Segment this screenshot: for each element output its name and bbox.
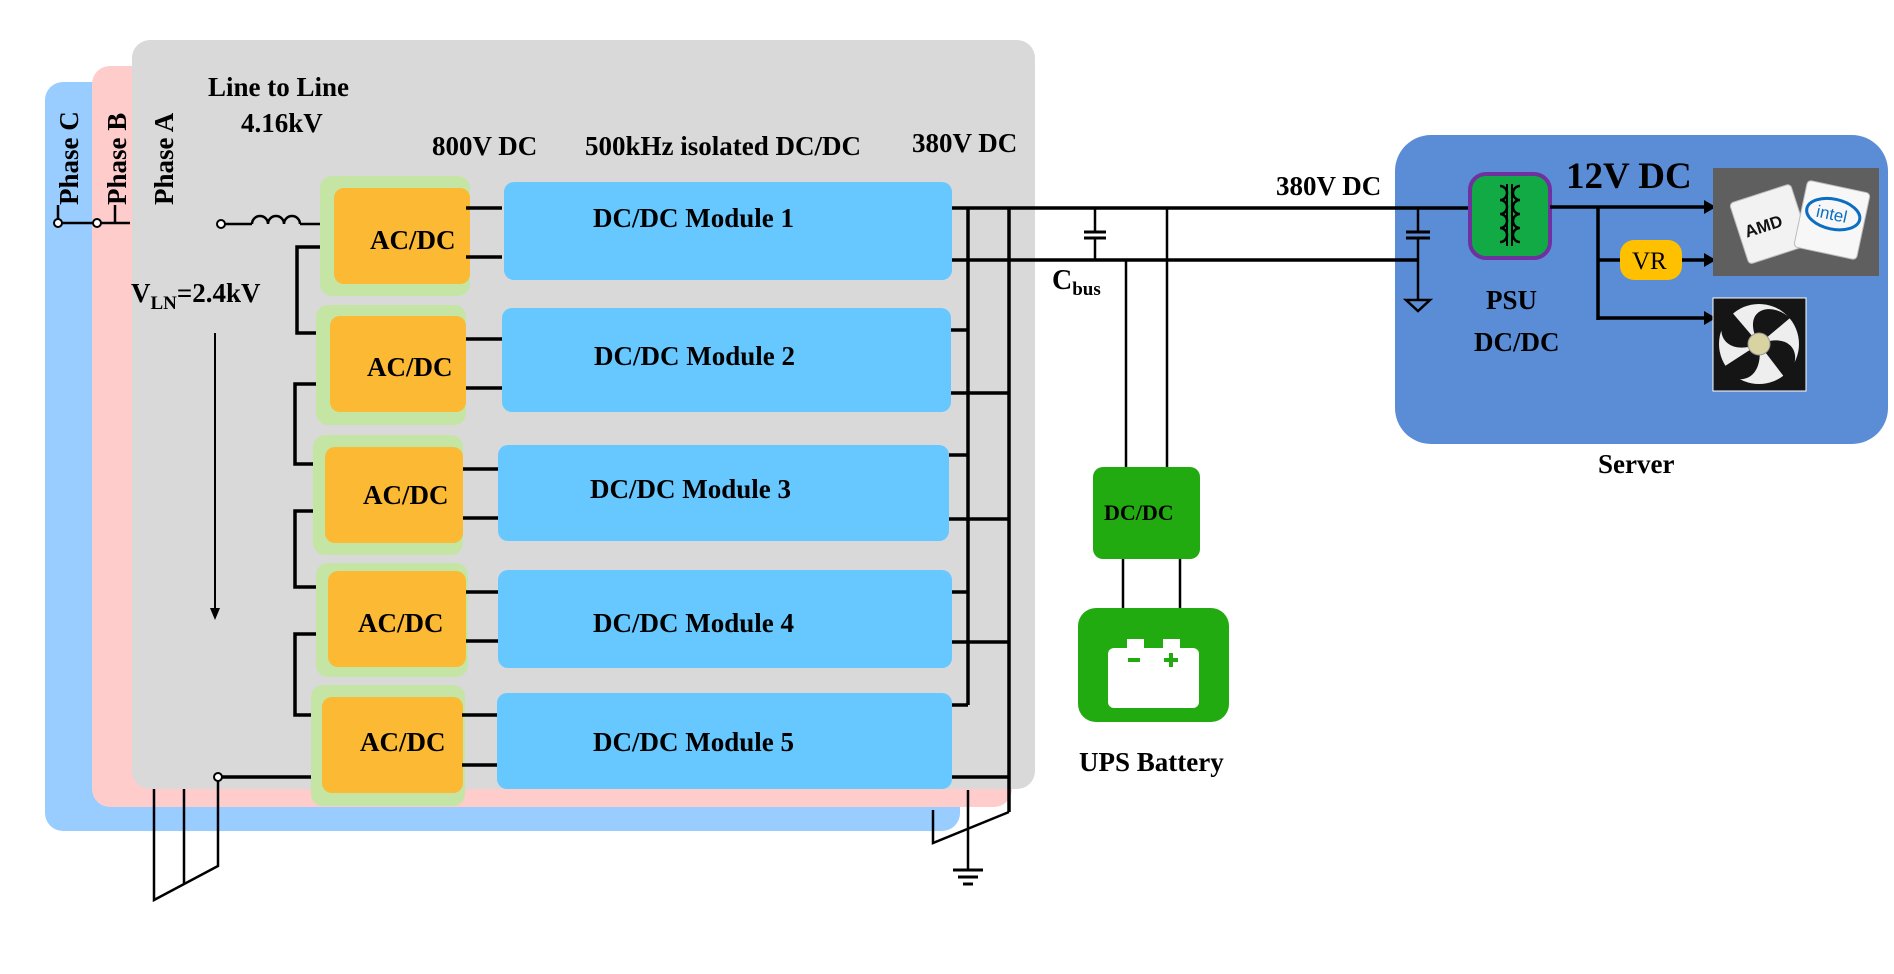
transformer-icon — [1499, 184, 1521, 246]
output-bus-wires — [949, 206, 1480, 812]
line-voltage-label: 4.16kV — [241, 108, 323, 138]
phase-c-label: Phase C — [54, 111, 84, 205]
ups-battery-label: UPS Battery — [1079, 747, 1224, 777]
dcdc-module-1[interactable] — [504, 182, 952, 280]
voltage-arrow-icon — [210, 333, 220, 620]
dc12-label: 12V DC — [1566, 156, 1692, 197]
acdc-label: AC/DC — [358, 608, 444, 638]
acdc-block[interactable] — [325, 447, 463, 543]
server-capacitor-icon — [1402, 208, 1434, 313]
server-label: Server — [1598, 449, 1674, 479]
dc800-label: 800V DC — [432, 131, 537, 161]
fan-icon — [1712, 297, 1807, 392]
converter-row-5: AC/DC DC/DC Module 5 — [311, 685, 952, 806]
dcdc-module-4[interactable] — [498, 570, 952, 668]
dc380-inner-label: 380V DC — [912, 128, 1017, 158]
phase-a-label: Phase A — [149, 112, 179, 205]
cpu-chips-image: AMD intel — [1713, 168, 1879, 276]
acdc-block[interactable] — [330, 316, 466, 412]
ups-dcdc-converter[interactable] — [1093, 467, 1200, 559]
psu-label-1: PSU — [1486, 285, 1537, 315]
series-wires — [213, 245, 320, 782]
dcdc-module-5-label: DC/DC Module 5 — [593, 727, 794, 757]
acdc-label: AC/DC — [363, 480, 449, 510]
converter-row-3: AC/DC DC/DC Module 3 — [313, 435, 949, 555]
phase-a-panel — [132, 40, 1035, 789]
ups-dcdc-label: DC/DC — [1104, 500, 1174, 525]
dcdc-module-2-label: DC/DC Module 2 — [594, 341, 795, 371]
dc12-wires — [1550, 200, 1716, 325]
isolated-dcdc-label: 500kHz isolated DC/DC — [585, 131, 861, 161]
bus-capacitor-icon — [1084, 208, 1106, 260]
dcdc-module-3[interactable] — [498, 445, 949, 541]
battery-icon — [1108, 639, 1199, 708]
acdc-block[interactable] — [322, 697, 463, 793]
psu-label-2: DC/DC — [1474, 327, 1560, 357]
dcdc-module-1-label: DC/DC Module 1 — [593, 203, 794, 233]
phase-b-label: Phase B — [102, 113, 132, 205]
dcdc-module-4-label: DC/DC Module 4 — [593, 608, 794, 638]
ground-wires — [931, 790, 1010, 870]
cbus-label: Cbus — [1052, 265, 1101, 300]
converter-row-1: AC/DC DC/DC Module 1 — [320, 176, 952, 296]
inductor-icon — [216, 214, 322, 229]
dc380-outer-label: 380V DC — [1276, 171, 1381, 201]
dcdc-module-2[interactable] — [502, 308, 951, 412]
vr-label: VR — [1632, 248, 1667, 275]
converter-row-2: AC/DC DC/DC Module 2 — [316, 305, 951, 425]
acdc-block[interactable] — [328, 571, 466, 667]
ground-icon — [953, 868, 983, 886]
dcdc-module-5[interactable] — [497, 693, 952, 789]
acdc-label: AC/DC — [370, 225, 456, 255]
ups-wires — [1121, 208, 1182, 608]
line-to-line-label: Line to Line — [208, 72, 349, 102]
acdc-label: AC/DC — [367, 352, 453, 382]
converter-row-4: AC/DC DC/DC Module 4 — [316, 563, 952, 677]
input-neutral-wires — [152, 780, 220, 903]
phase-terminals — [53, 205, 130, 228]
vln-label: VLN=2.4kV — [131, 278, 261, 314]
acdc-block[interactable] — [334, 188, 470, 284]
voltage-regulator[interactable] — [1620, 240, 1682, 280]
psu-dcdc-converter[interactable] — [1468, 172, 1552, 260]
acdc-label: AC/DC — [360, 727, 446, 757]
dcdc-module-3-label: DC/DC Module 3 — [590, 474, 791, 504]
